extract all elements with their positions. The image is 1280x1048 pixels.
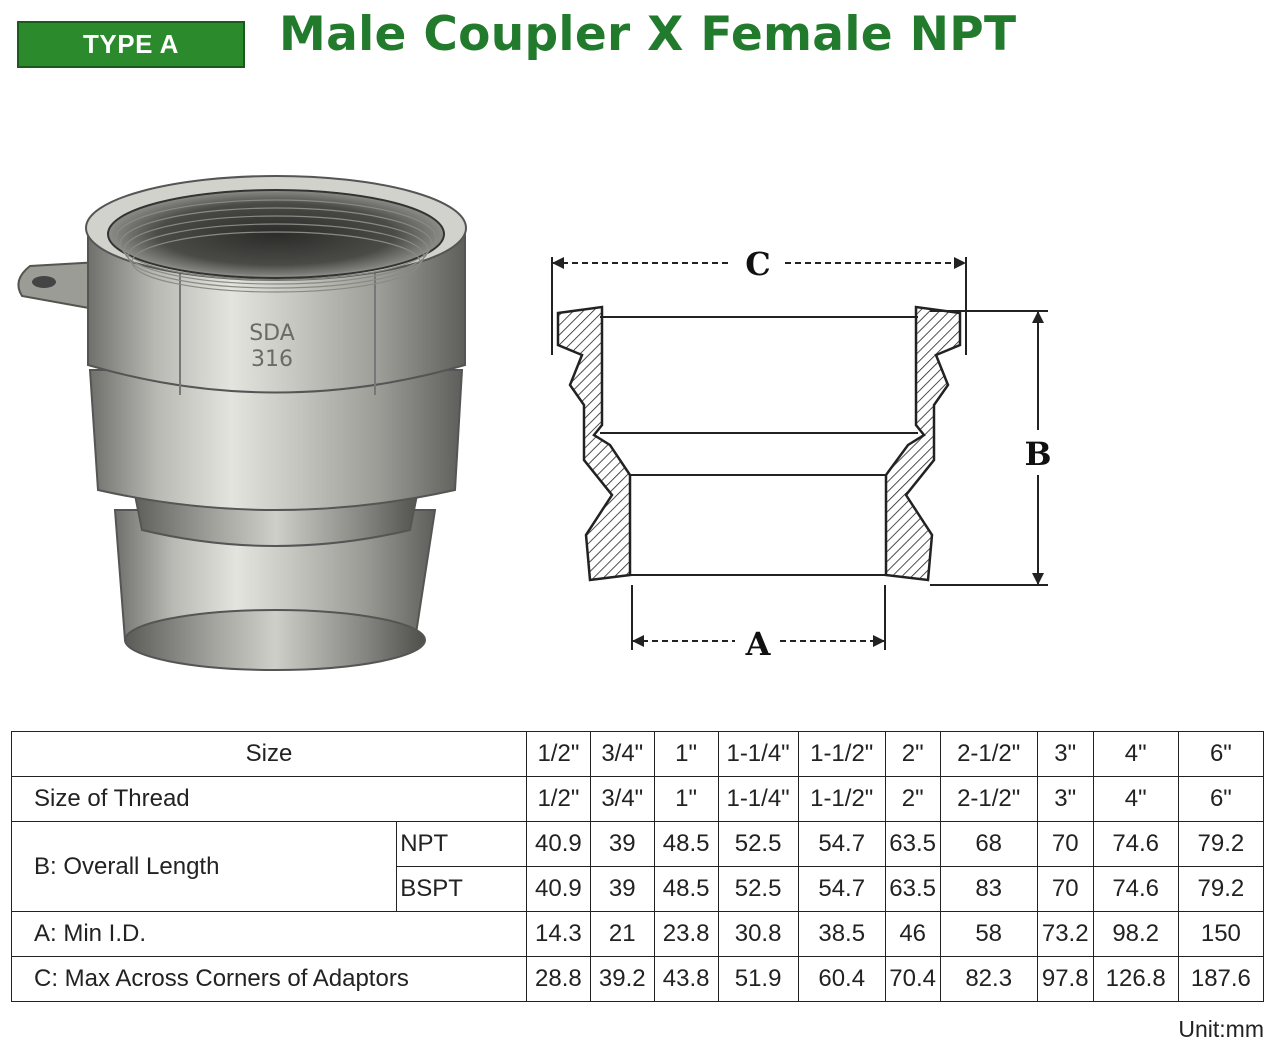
bspt-label: BSPT (396, 866, 527, 912)
page-title: Male Coupler X Female NPT (279, 7, 1017, 62)
size-cell: 1-1/4" (717, 731, 799, 777)
thread-cell: 2" (884, 776, 941, 822)
row-size: Size 1/2" 3/4" 1" 1-1/4" 1-1/2" 2" 2-1/2… (11, 731, 1265, 777)
size-cell: 3/4" (589, 731, 655, 777)
max-corners-label: C: Max Across Corners of Adaptors (11, 956, 527, 1002)
stamp-line2: 316 (251, 347, 293, 372)
size-cell: 1-1/2" (797, 731, 886, 777)
bspt-cell: 52.5 (717, 866, 799, 912)
row-npt: B: Overall Length NPT 40.9 39 48.5 52.5 … (10, 821, 1265, 912)
max-corners-cell: 39.2 (589, 956, 655, 1002)
max-corners-cell: 126.8 (1092, 956, 1179, 1002)
min-id-cell: 150 (1177, 911, 1265, 957)
min-id-cell: 30.8 (717, 911, 799, 957)
max-corners-cell: 60.4 (797, 956, 886, 1002)
bspt-cell: 79.2 (1177, 866, 1265, 912)
thread-cell: 6" (1177, 776, 1265, 822)
thread-cell: 1/2" (525, 776, 591, 822)
dimension-b-label: B (1024, 435, 1051, 473)
max-corners-cell: 51.9 (717, 956, 799, 1002)
npt-cell: 74.6 (1092, 821, 1179, 867)
max-corners-cell: 187.6 (1177, 956, 1265, 1002)
stamp-line1: SDA (249, 321, 295, 346)
thread-cell: 2-1/2" (939, 776, 1038, 822)
max-corners-cell: 43.8 (653, 956, 719, 1002)
bspt-cell: 54.7 (797, 866, 886, 912)
npt-cell: 40.9 (525, 821, 591, 867)
type-badge: TYPE A (17, 21, 245, 68)
npt-cell: 63.5 (884, 821, 941, 867)
thread-label: Size of Thread (11, 776, 527, 822)
bspt-cell: 40.9 (525, 866, 591, 912)
bspt-cell: 70 (1036, 866, 1094, 912)
bspt-cell: 74.6 (1092, 866, 1179, 912)
npt-label: NPT (396, 821, 527, 867)
npt-cell: 39 (589, 821, 655, 867)
unit-note: Unit:mm (1178, 1016, 1264, 1042)
min-id-cell: 73.2 (1036, 911, 1094, 957)
min-id-cell: 21 (589, 911, 655, 957)
size-cell: 3" (1036, 731, 1094, 777)
thread-cell: 1-1/4" (717, 776, 799, 822)
npt-cell: 48.5 (653, 821, 719, 867)
size-cell: 2" (884, 731, 941, 777)
bspt-cell: 63.5 (884, 866, 941, 912)
thread-cell: 3" (1036, 776, 1094, 822)
max-corners-cell: 82.3 (939, 956, 1038, 1002)
dimension-c-label: C (745, 245, 770, 283)
bspt-cell: 48.5 (653, 866, 719, 912)
dimension-a-label: A (745, 625, 772, 663)
row-thread: Size of Thread 1/2" 3/4" 1" 1-1/4" 1-1/2… (11, 776, 1265, 822)
size-cell: 1" (653, 731, 719, 777)
npt-cell: 52.5 (717, 821, 799, 867)
overall-length-label: B: Overall Length (10, 821, 398, 912)
size-cell: 6" (1177, 731, 1265, 777)
npt-cell: 54.7 (797, 821, 886, 867)
min-id-label: A: Min I.D. (11, 911, 527, 957)
size-cell: 2-1/2" (939, 731, 1038, 777)
product-photo: SDA 316 (17, 175, 467, 671)
size-cell: 4" (1092, 731, 1179, 777)
min-id-cell: 14.3 (525, 911, 591, 957)
min-id-cell: 38.5 (797, 911, 886, 957)
size-cell: 1/2" (525, 731, 591, 777)
cross-section-drawing: C B A (551, 245, 1052, 663)
max-corners-cell: 70.4 (884, 956, 941, 1002)
thread-cell: 1" (653, 776, 719, 822)
thread-cell: 1-1/2" (797, 776, 886, 822)
row-bspt: BSPT 40.9 39 48.5 52.5 54.7 63.5 83 70 7… (12, 866, 1265, 912)
npt-cell: 70 (1036, 821, 1094, 867)
max-corners-cell: 28.8 (525, 956, 591, 1002)
min-id-cell: 98.2 (1092, 911, 1179, 957)
thread-cell: 3/4" (589, 776, 655, 822)
min-id-cell: 58 (939, 911, 1038, 957)
thread-cell: 4" (1092, 776, 1179, 822)
bspt-cell: 39 (589, 866, 655, 912)
npt-cell: 68 (939, 821, 1038, 867)
size-header: Size (11, 731, 527, 777)
spec-table: Size 1/2" 3/4" 1" 1-1/4" 1-1/2" 2" 2-1/2… (10, 731, 1265, 1002)
max-corners-cell: 97.8 (1036, 956, 1094, 1002)
row-min-id: A: Min I.D. 14.3 21 23.8 30.8 38.5 46 58… (11, 911, 1265, 957)
min-id-cell: 46 (884, 911, 941, 957)
row-max-corners: C: Max Across Corners of Adaptors 28.8 3… (11, 956, 1265, 1002)
npt-cell: 79.2 (1177, 821, 1265, 867)
min-id-cell: 23.8 (653, 911, 719, 957)
bspt-cell: 83 (939, 866, 1038, 912)
